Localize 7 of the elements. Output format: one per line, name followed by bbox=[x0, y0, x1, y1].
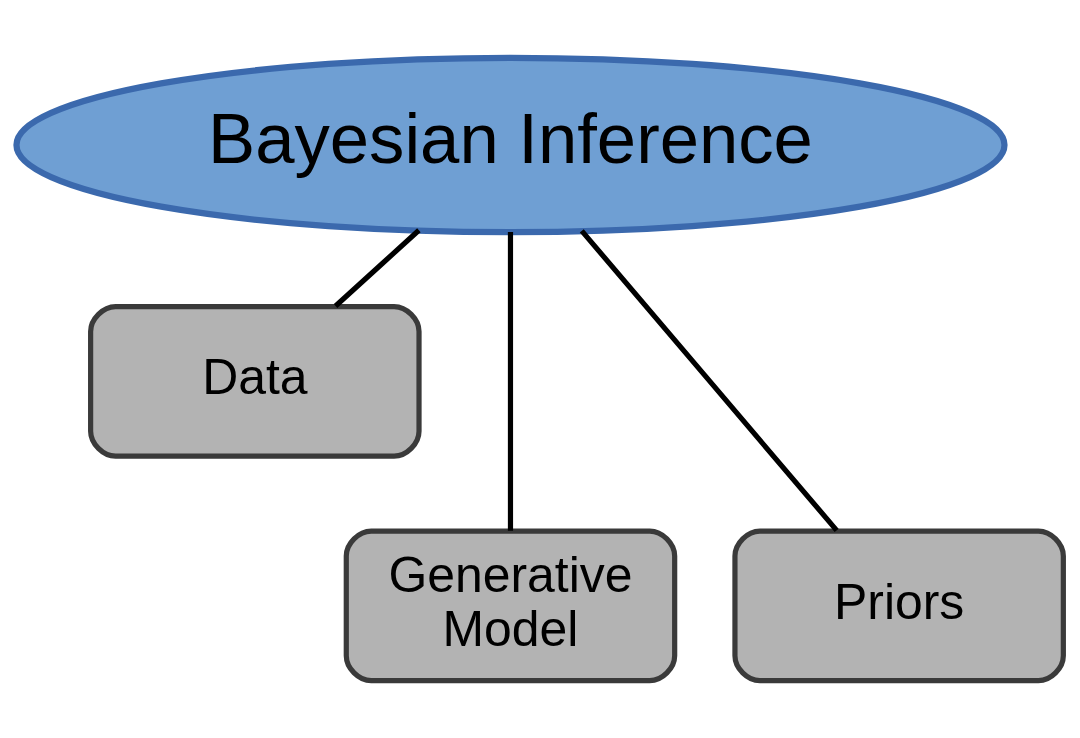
node-box: Generative Model bbox=[343, 527, 678, 683]
connector bbox=[507, 231, 514, 531]
node-ellipse: Bayesian Inference bbox=[13, 54, 1008, 235]
connector bbox=[579, 228, 839, 532]
connector bbox=[333, 227, 421, 308]
node-box: Data bbox=[88, 303, 422, 459]
node-box: Priors bbox=[732, 527, 1066, 683]
